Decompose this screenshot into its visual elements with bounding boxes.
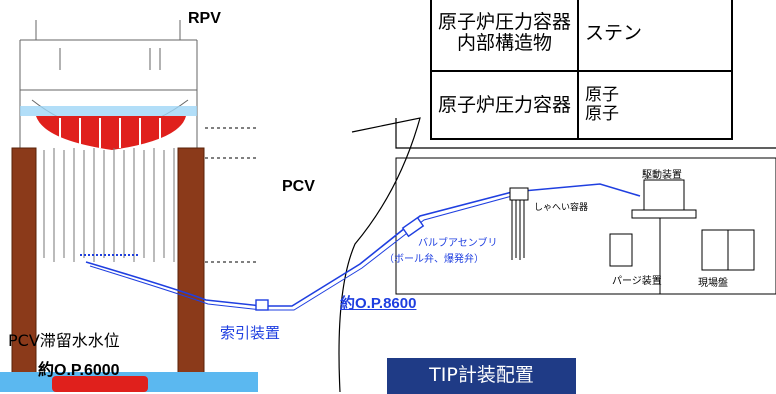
materials-table: 原子炉圧力容器 内部構造物 ステン 原子炉圧力容器 原子 原子: [429, 0, 734, 140]
table-cell-part: 原子炉圧力容器 内部構造物: [429, 0, 580, 72]
index-device-label: 索引装置: [220, 324, 281, 342]
purge-device-label: パージ装置: [612, 276, 662, 287]
shield-container-label: しゃへい容器: [534, 203, 589, 213]
field-panel: [701, 229, 755, 271]
table-cell-material: 原子 原子: [577, 70, 734, 140]
pedestal-right: [177, 147, 205, 392]
tip-tube-2: [89, 195, 513, 311]
pedestal-left: [11, 147, 37, 392]
pcv-label: PCV: [282, 178, 315, 195]
table-row: 原子炉圧力容器 内部構造物 ステン: [429, 0, 734, 72]
pcv-wall: [338, 117, 421, 392]
water-level-value: 約O.P.6000: [38, 362, 120, 379]
level-lines: [205, 127, 258, 263]
table-cell-part: 原子炉圧力容器: [429, 70, 580, 140]
rpv-label: RPV: [188, 10, 221, 27]
guide-tubes: [43, 148, 175, 262]
drive-device: [631, 179, 697, 294]
field-panel-label: 現場盤: [698, 278, 728, 289]
tip-room: [395, 157, 776, 295]
table-cell-material: ステン: [577, 0, 734, 72]
pcv-tunnel-top: [395, 118, 776, 149]
purge-device: [609, 233, 633, 267]
rpv-water: [20, 106, 197, 116]
valve-detail-label: （ボール弁、爆発弁）: [384, 254, 484, 265]
drive-device-label: 駆動装置: [642, 170, 682, 181]
op-8600-label: 約O.P.8600: [340, 295, 417, 312]
valve-assembly-label: バルブアセンブリ: [418, 238, 498, 249]
tip-tube: [85, 183, 641, 307]
index-device-box: [255, 299, 269, 311]
core-region: [36, 116, 186, 150]
tip-layout-title: TIP計装配置: [387, 358, 576, 394]
valve-assembly-box: [401, 216, 425, 238]
shield-container: [509, 187, 529, 260]
water-core-debris: [52, 376, 148, 392]
core-lines: [59, 118, 161, 148]
table-row: 原子炉圧力容器 原子 原子: [429, 70, 734, 140]
water-level-title: PCV滞留水水位: [8, 331, 120, 350]
